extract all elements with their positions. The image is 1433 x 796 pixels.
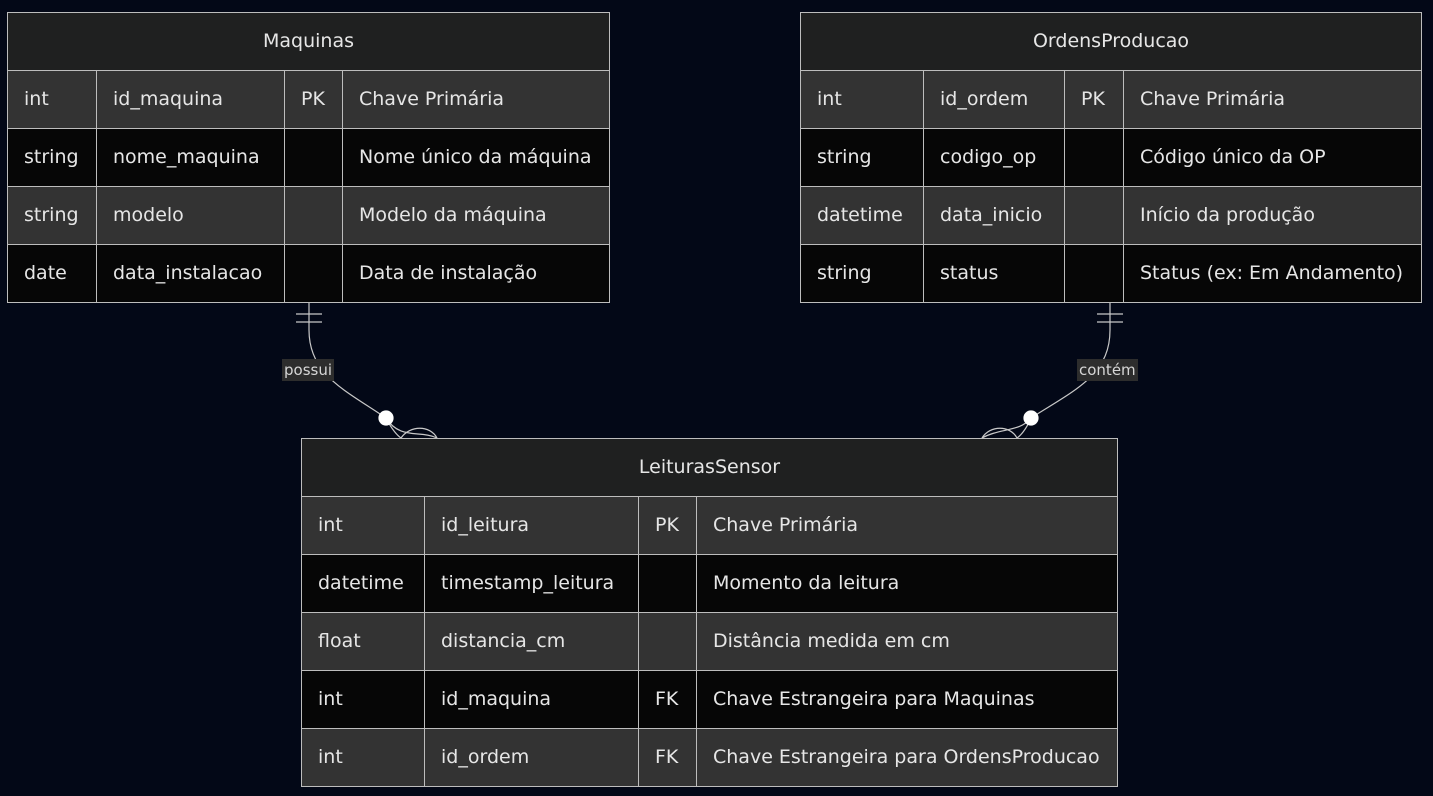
attr-key <box>285 187 343 244</box>
attr-comment: Nome único da máquina <box>359 146 592 168</box>
table-row: int id_leitura PK Chave Primária <box>302 497 1117 555</box>
attr-key: PK <box>1065 71 1124 128</box>
attr-type: float <box>302 613 425 670</box>
attr-type: int <box>801 71 924 128</box>
attr-name: status <box>924 245 1065 302</box>
attr-name: id_leitura <box>425 497 639 554</box>
table-row: date data_instalacao Data de instalação <box>8 245 609 302</box>
entity-ordensproducao[interactable]: OrdensProducao int id_ordem PK Chave Pri… <box>800 12 1422 303</box>
attr-comment: Momento da leitura <box>713 572 900 594</box>
relationship-label-contem: contém <box>1077 359 1138 381</box>
attr-comment: Chave Estrangeira para Maquinas <box>713 688 1035 710</box>
attr-type: string <box>8 129 97 186</box>
attr-type: int <box>302 729 425 786</box>
attr-comment: Chave Estrangeira para OrdensProducao <box>713 746 1100 768</box>
attr-name: nome_maquina <box>97 129 285 186</box>
attr-key <box>1065 245 1124 302</box>
attr-key: PK <box>639 497 697 554</box>
attr-comment: Data de instalação <box>359 262 538 284</box>
table-row: string modelo Modelo da máquina <box>8 187 609 245</box>
table-row: datetime timestamp_leitura Momento da le… <box>302 555 1117 613</box>
attr-type: int <box>302 497 425 554</box>
attr-key: FK <box>639 729 697 786</box>
entity-maquinas[interactable]: Maquinas int id_maquina PK Chave Primári… <box>7 12 610 303</box>
table-row: string nome_maquina Nome único da máquin… <box>8 129 609 187</box>
entity-title: LeiturasSensor <box>302 439 1117 497</box>
attr-comment: Chave Primária <box>359 88 505 110</box>
entity-leiturassensor[interactable]: LeiturasSensor int id_leitura PK Chave P… <box>301 438 1118 787</box>
attr-name: id_ordem <box>425 729 639 786</box>
attr-name: id_ordem <box>924 71 1065 128</box>
attr-comment: Status (ex: Em Andamento) <box>1140 262 1404 284</box>
table-row: int id_maquina FK Chave Estrangeira para… <box>302 671 1117 729</box>
attr-name: codigo_op <box>924 129 1065 186</box>
attr-key <box>1065 187 1124 244</box>
attr-comment: Código único da OP <box>1140 146 1326 168</box>
entity-title: Maquinas <box>8 13 609 71</box>
attr-type: string <box>801 129 924 186</box>
table-row: int id_maquina PK Chave Primária <box>8 71 609 129</box>
attr-comment: Início da produção <box>1140 204 1315 226</box>
table-row: int id_ordem FK Chave Estrangeira para O… <box>302 729 1117 786</box>
attr-key <box>285 245 343 302</box>
attr-type: string <box>8 187 97 244</box>
attr-type: date <box>8 245 97 302</box>
attr-type: datetime <box>302 555 425 612</box>
table-row: datetime data_inicio Início da produção <box>801 187 1421 245</box>
attr-type: datetime <box>801 187 924 244</box>
attr-name: timestamp_leitura <box>425 555 639 612</box>
attr-name: id_maquina <box>97 71 285 128</box>
attr-key: FK <box>639 671 697 728</box>
attr-key <box>1065 129 1124 186</box>
attr-name: data_inicio <box>924 187 1065 244</box>
attr-key <box>639 555 697 612</box>
attr-name: modelo <box>97 187 285 244</box>
entity-title: OrdensProducao <box>801 13 1421 71</box>
attr-name: data_instalacao <box>97 245 285 302</box>
table-row: string codigo_op Código único da OP <box>801 129 1421 187</box>
attr-comment: Chave Primária <box>1140 88 1286 110</box>
table-row: float distancia_cm Distância medida em c… <box>302 613 1117 671</box>
attr-comment: Modelo da máquina <box>359 204 547 226</box>
attr-type: string <box>801 245 924 302</box>
attr-type: int <box>302 671 425 728</box>
attr-type: int <box>8 71 97 128</box>
attr-key: PK <box>285 71 343 128</box>
table-row: int id_ordem PK Chave Primária <box>801 71 1421 129</box>
relationship-label-possui: possui <box>282 359 335 381</box>
attr-key <box>285 129 343 186</box>
attr-name: distancia_cm <box>425 613 639 670</box>
attr-name: id_maquina <box>425 671 639 728</box>
attr-comment: Chave Primária <box>713 514 859 536</box>
attr-comment: Distância medida em cm <box>713 630 950 652</box>
table-row: string status Status (ex: Em Andamento) <box>801 245 1421 302</box>
attr-key <box>639 613 697 670</box>
relationship-contem <box>981 302 1123 439</box>
